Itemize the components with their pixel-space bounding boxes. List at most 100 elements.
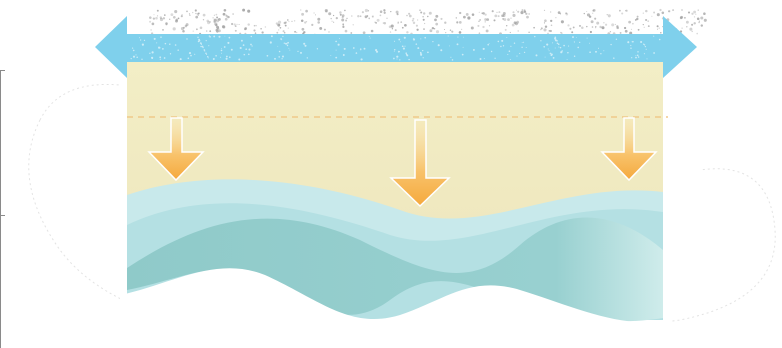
gravel-speck [668, 10, 670, 13]
band-speck [534, 35, 536, 38]
gravel-speck [659, 8, 662, 12]
gravel-speck [390, 10, 392, 13]
gravel-speck [155, 16, 158, 20]
band-speck [151, 57, 154, 60]
band-speck [306, 57, 308, 59]
band-speck [415, 43, 418, 45]
gravel-speck [388, 25, 392, 29]
band-speck [482, 47, 485, 50]
gravel-speck [647, 20, 650, 23]
band-speck [225, 57, 228, 60]
gravel-speck [389, 31, 392, 33]
gravel-speck [481, 12, 483, 14]
band-speck [483, 58, 485, 60]
gravel-speck [614, 23, 616, 25]
band-speck [159, 56, 162, 59]
gravel-speck [351, 15, 353, 17]
gravel-speck [601, 26, 605, 30]
gravel-speck [234, 25, 237, 27]
band-speck [280, 38, 282, 40]
band-speck [554, 39, 557, 42]
gravel-speck [227, 15, 230, 19]
gravel-speck [592, 9, 596, 12]
gravel-speck [217, 29, 221, 33]
gravel-speck [180, 15, 183, 18]
gravel-speck [423, 22, 426, 25]
band-speck [637, 56, 640, 58]
gravel-speck [223, 8, 227, 12]
gravel-speck [301, 12, 305, 16]
gravel-speck [261, 31, 264, 34]
band-speck [440, 49, 443, 52]
band-speck [359, 48, 362, 50]
gravel-speck [619, 9, 621, 12]
gravel-speck [217, 17, 221, 21]
band-speck [573, 41, 575, 43]
band-speck [653, 35, 655, 37]
band-speck [202, 46, 204, 49]
gravel-speck [255, 24, 257, 27]
gravel-speck [368, 17, 371, 20]
band-speck [643, 43, 645, 45]
band-speck [490, 50, 493, 53]
gravel-speck [372, 16, 374, 18]
band-speck [547, 48, 549, 50]
gravel-speck [401, 26, 404, 29]
gravel-speck [647, 25, 650, 27]
gravel-speck [523, 9, 526, 11]
gravel-speck [525, 12, 528, 15]
gravel-speck [691, 12, 694, 15]
gravel-speck [544, 19, 547, 23]
gravel-speck [700, 24, 703, 27]
gravel-speck [408, 14, 412, 18]
band-speck [507, 53, 509, 55]
gravel-speck [328, 12, 332, 16]
gravel-speck [642, 12, 644, 14]
gravel-speck [284, 24, 287, 27]
gravel-speck [359, 15, 362, 18]
gravel-speck [630, 28, 633, 30]
band-speck [160, 36, 162, 38]
gravel-speck [504, 28, 507, 31]
gravel-speck [467, 16, 471, 20]
gravel-speck [196, 28, 198, 31]
gravel-speck [691, 30, 693, 33]
gravel-speck [427, 15, 429, 18]
gravel-speck [217, 27, 220, 30]
gravel-speck [328, 31, 330, 33]
gravel-speck [195, 12, 197, 15]
gravel-speck [560, 20, 564, 24]
gravel-speck [592, 12, 594, 14]
gravel-speck [296, 31, 298, 34]
gravel-speck [162, 29, 164, 31]
gravel-speckles [149, 8, 707, 36]
gravel-speck [479, 19, 481, 21]
band-speck [201, 45, 204, 48]
band-speck [573, 55, 576, 57]
band-speck [270, 35, 273, 38]
gravel-speck [180, 27, 185, 31]
gravel-speck [209, 20, 211, 23]
gravel-speck [197, 12, 200, 15]
double-arrow-icon [95, 16, 697, 78]
band-speck [457, 36, 459, 38]
gravel-speck [202, 19, 205, 21]
gravel-speck [417, 19, 419, 21]
band-speck [287, 41, 289, 44]
gravel-speck [278, 29, 280, 31]
band-speck [630, 47, 632, 49]
band-speck [398, 38, 401, 41]
gravel-speck [350, 32, 353, 34]
gravel-speck [616, 25, 619, 28]
band-speck [552, 57, 555, 59]
gravel-speck [324, 8, 328, 13]
band-speck [162, 48, 164, 50]
band-speck [393, 48, 396, 51]
band-speck [297, 50, 299, 53]
gravel-speck [609, 31, 612, 33]
band-speck [143, 39, 146, 42]
gravel-speck [590, 20, 594, 24]
gravel-speck [595, 27, 597, 29]
gravel-speck [352, 24, 354, 26]
band-speck [643, 44, 646, 46]
